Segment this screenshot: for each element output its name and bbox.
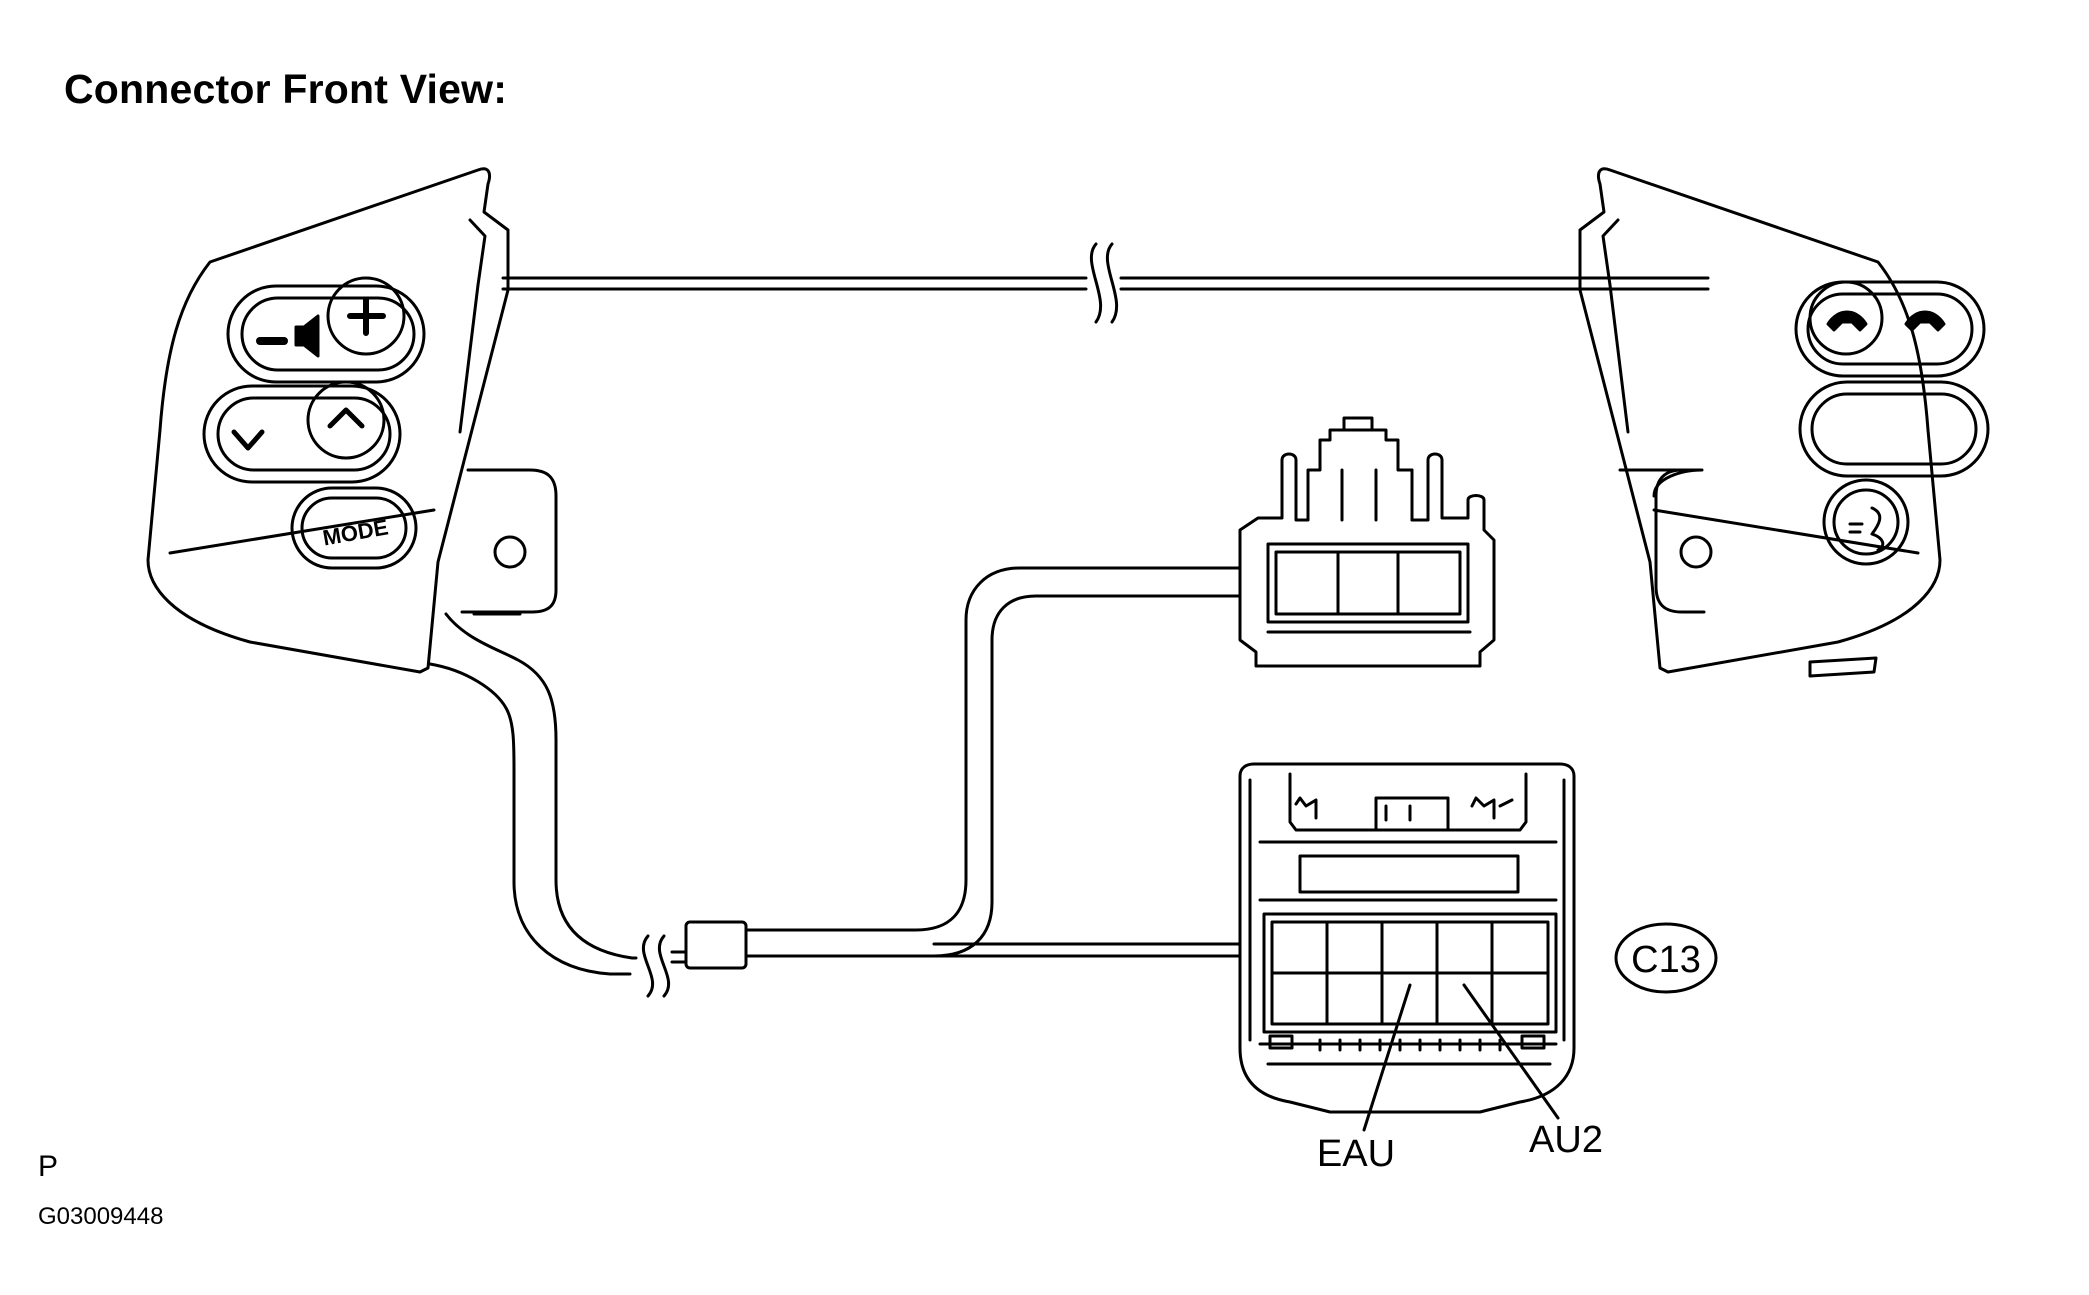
- c13-connector: [1238, 762, 1718, 1132]
- right-steering-switch: [1578, 167, 1990, 678]
- terminal-eau-label: EAU: [1317, 1133, 1395, 1175]
- plus-icon: [347, 297, 386, 336]
- telephone-switch: [1794, 280, 1986, 378]
- chevron-up-icon: [327, 407, 365, 429]
- phone-on-hook-button: [1808, 280, 1884, 356]
- voice-icon: [1848, 506, 1885, 552]
- voice-button: [1822, 478, 1910, 566]
- blank-switch: [1798, 380, 1990, 478]
- phone-icon: [1826, 310, 1868, 332]
- main-wire-harness: [428, 566, 1242, 998]
- chevron-down-icon: [231, 429, 265, 451]
- diagram-title: Connector Front View:: [64, 66, 508, 112]
- mode-button: [290, 486, 418, 570]
- au2-leader: [1462, 983, 1560, 1120]
- seek-switch: [202, 384, 402, 484]
- top-wire-harness: [501, 242, 1710, 324]
- speaker-icon: [294, 314, 320, 358]
- volume-up-button: [326, 276, 406, 356]
- eau-leader: [1362, 983, 1412, 1132]
- volume-switch: [226, 284, 426, 384]
- connector-code: C13: [1631, 939, 1701, 981]
- image-id: G03009448: [38, 1203, 164, 1230]
- terminal-au2-label: AU2: [1529, 1119, 1603, 1161]
- connector-code-badge: [1614, 922, 1718, 994]
- figure-code: P: [38, 1150, 59, 1183]
- left-steering-switch: [146, 167, 558, 674]
- mode-label: MODE: [321, 514, 390, 550]
- phone-off-icon: [1904, 310, 1946, 332]
- upper-connector: [1238, 416, 1496, 668]
